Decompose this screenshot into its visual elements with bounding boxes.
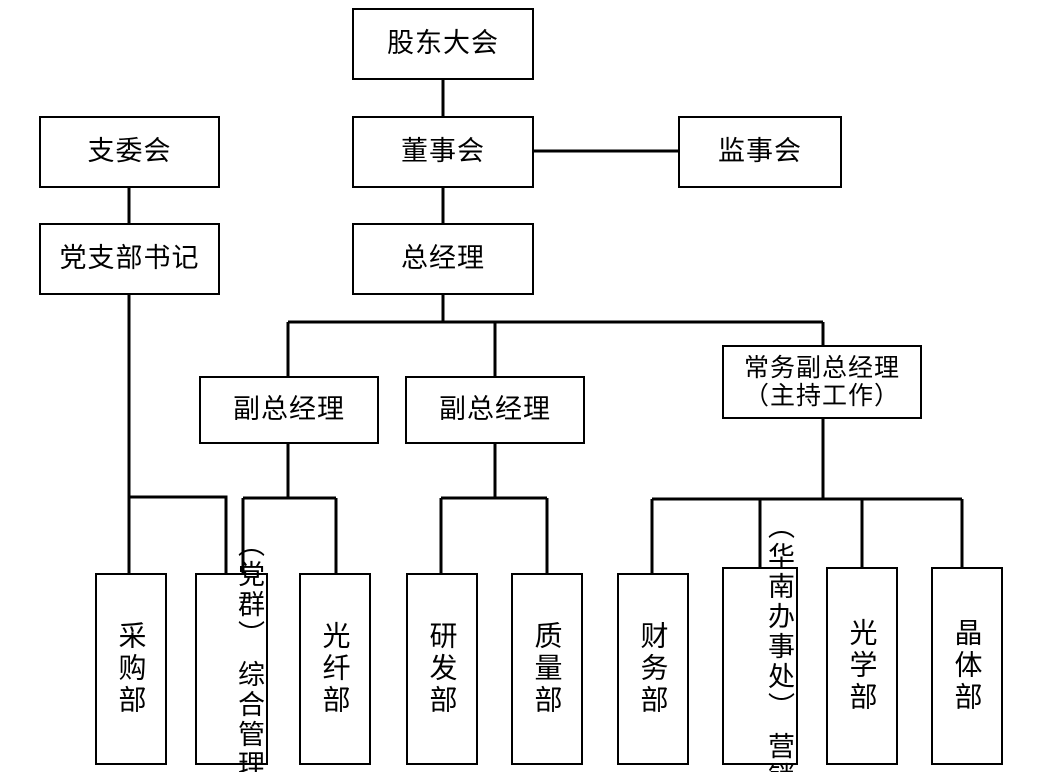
node-label: 财务部 bbox=[636, 621, 670, 717]
org-node-dept-optics[interactable]: 光学部 bbox=[826, 567, 898, 765]
node-label: 光纤部 bbox=[318, 621, 352, 717]
node-label-column2: （党群） bbox=[233, 530, 264, 650]
org-node-dept-marketing[interactable]: （华南办事处） 营销部 bbox=[722, 512, 798, 772]
node-label: 采购部 bbox=[114, 621, 148, 717]
node-label: 光学部 bbox=[845, 618, 879, 714]
node-label: 总经理 bbox=[401, 243, 485, 275]
node-label: 股东大会 bbox=[387, 28, 499, 60]
org-node-party-secretary[interactable]: 党支部书记 bbox=[39, 223, 220, 295]
org-node-dept-optical-fiber[interactable]: 光纤部 bbox=[299, 573, 371, 765]
node-label: 副总经理 bbox=[439, 394, 551, 426]
node-label: 董事会 bbox=[401, 136, 485, 168]
org-node-shareholders[interactable]: 股东大会 bbox=[352, 8, 534, 80]
org-node-party-committee[interactable]: 支委会 bbox=[39, 116, 220, 188]
node-label: 支委会 bbox=[87, 136, 172, 168]
org-node-dept-quality[interactable]: 质量部 bbox=[511, 573, 583, 765]
org-node-general-manager[interactable]: 总经理 bbox=[352, 223, 534, 295]
org-node-dept-crystal[interactable]: 晶体部 bbox=[931, 567, 1003, 765]
node-label: 晶体部 bbox=[950, 618, 984, 714]
org-node-dept-general-admin[interactable]: （党群） 综合管理部 bbox=[195, 530, 268, 772]
org-node-executive-deputy-gm[interactable]: 常务副总经理（主持工作） bbox=[722, 345, 922, 419]
node-label-line2: （主持工作） bbox=[743, 381, 900, 410]
org-node-deputy-gm-2[interactable]: 副总经理 bbox=[405, 376, 585, 444]
connector-secretary-to-general-admin bbox=[129, 495, 228, 573]
node-label-column2: （华南办事处） bbox=[763, 512, 794, 722]
node-label: 党支部书记 bbox=[59, 243, 200, 275]
org-node-dept-finance[interactable]: 财务部 bbox=[617, 573, 689, 765]
node-label-column1: 综合管理部 bbox=[233, 660, 264, 772]
node-label: 监事会 bbox=[718, 136, 802, 168]
org-node-dept-procurement[interactable]: 采购部 bbox=[95, 573, 167, 765]
node-label: 质量部 bbox=[530, 621, 564, 717]
node-label: 研发部 bbox=[425, 621, 459, 717]
org-node-dept-rnd[interactable]: 研发部 bbox=[406, 573, 478, 765]
node-label-column1: 营销部 bbox=[762, 732, 794, 772]
node-label: 副总经理 bbox=[233, 394, 345, 426]
org-node-board[interactable]: 董事会 bbox=[352, 116, 534, 188]
node-label-line1: 常务副总经理 bbox=[743, 352, 900, 382]
org-node-deputy-gm-1[interactable]: 副总经理 bbox=[199, 376, 379, 444]
org-node-supervisors[interactable]: 监事会 bbox=[678, 116, 842, 188]
